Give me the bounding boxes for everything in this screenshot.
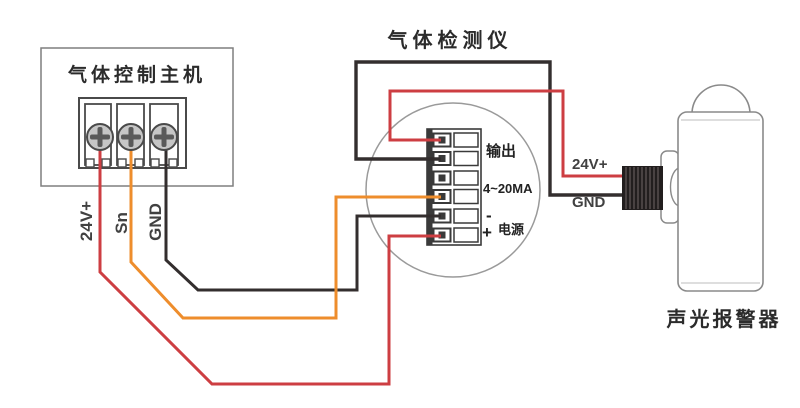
connector-terminal: [432, 151, 452, 166]
connector-finger: [453, 170, 479, 186]
connector-finger: [453, 132, 479, 148]
wire-output-black: [354, 60, 625, 197]
detector-connector: [426, 128, 482, 246]
wire-24v-host: [98, 140, 441, 386]
alarm-24v-label: 24V+: [572, 156, 608, 173]
screw-terminal-icon: [86, 123, 114, 151]
detector-plus-label: +: [482, 223, 492, 242]
detector-minus-label: -: [486, 206, 492, 225]
detector-signal-label: 4~20MA: [483, 181, 533, 196]
controller-title: 气体控制主机: [67, 65, 206, 86]
host-wire-label-gnd: GND: [146, 203, 165, 241]
cable-gland: [622, 166, 663, 210]
alarm-body: [677, 111, 764, 292]
screw-terminal-icon: [150, 123, 178, 151]
connector-finger: [453, 208, 479, 224]
alarm-device: [660, 84, 764, 292]
screw-terminal-icon: [117, 123, 145, 151]
alarm-dome: [691, 84, 751, 115]
detector-title: 气体检测仪: [387, 30, 513, 52]
connector-terminal: [432, 170, 452, 186]
wire-output-red: [388, 89, 625, 178]
alarm-title: 声光报警器: [666, 309, 782, 331]
wire-gnd-host: [164, 140, 441, 292]
wire-sn-host: [129, 140, 441, 320]
connector-terminal: [432, 227, 452, 243]
connector-finger: [453, 150, 479, 167]
detector-output-label: 输出: [486, 143, 517, 160]
detector-power-label: 电源: [498, 222, 525, 237]
host-wire-label-24v: 24V+: [77, 200, 96, 242]
connector-finger: [453, 188, 479, 205]
connector-finger: [453, 227, 479, 243]
host-wire-label-sn: Sn: [112, 212, 131, 234]
alarm-gnd-label: GND: [572, 194, 606, 211]
